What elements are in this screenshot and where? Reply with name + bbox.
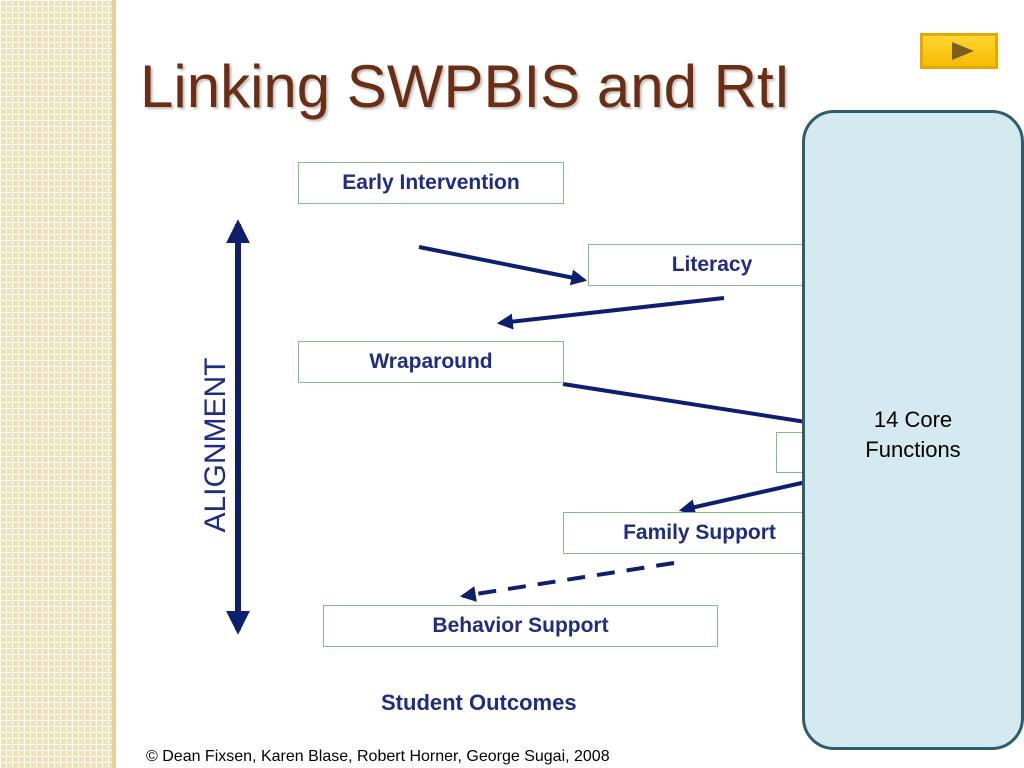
- box-behavior-support: Behavior Support: [323, 605, 718, 647]
- box-early-intervention: Early Intervention: [298, 162, 564, 204]
- decorative-side-rule: [112, 0, 116, 768]
- arrow-literacy-to-wraparound: [496, 296, 725, 330]
- arrow-to-family-support: [678, 480, 807, 515]
- dashed-arrow-to-behavior-support: [459, 561, 675, 602]
- box-wraparound: Wraparound: [298, 341, 564, 383]
- student-outcomes-label: Student Outcomes: [381, 690, 577, 715]
- core-functions-line2: Functions: [865, 437, 961, 462]
- slide-title: Linking SWPBIS and RtI: [140, 53, 791, 120]
- box-family-support: Family Support: [563, 512, 836, 554]
- copyright-text: © Dean Fixsen, Karen Blase, Robert Horne…: [146, 748, 610, 765]
- core-functions-panel: 14 Core Functions: [802, 110, 1024, 750]
- core-functions-label: 14 Core Functions: [805, 405, 1021, 465]
- play-icon: [952, 42, 974, 60]
- arrow-wraparound-out: [562, 382, 807, 424]
- alignment-axis-label: ALIGNMENT: [199, 357, 232, 533]
- arrow-to-literacy: [418, 245, 588, 286]
- core-functions-line1: 14 Core: [873, 407, 953, 432]
- decorative-side-pattern: [0, 0, 112, 768]
- play-button[interactable]: [920, 33, 998, 69]
- box-literacy: Literacy: [588, 244, 836, 286]
